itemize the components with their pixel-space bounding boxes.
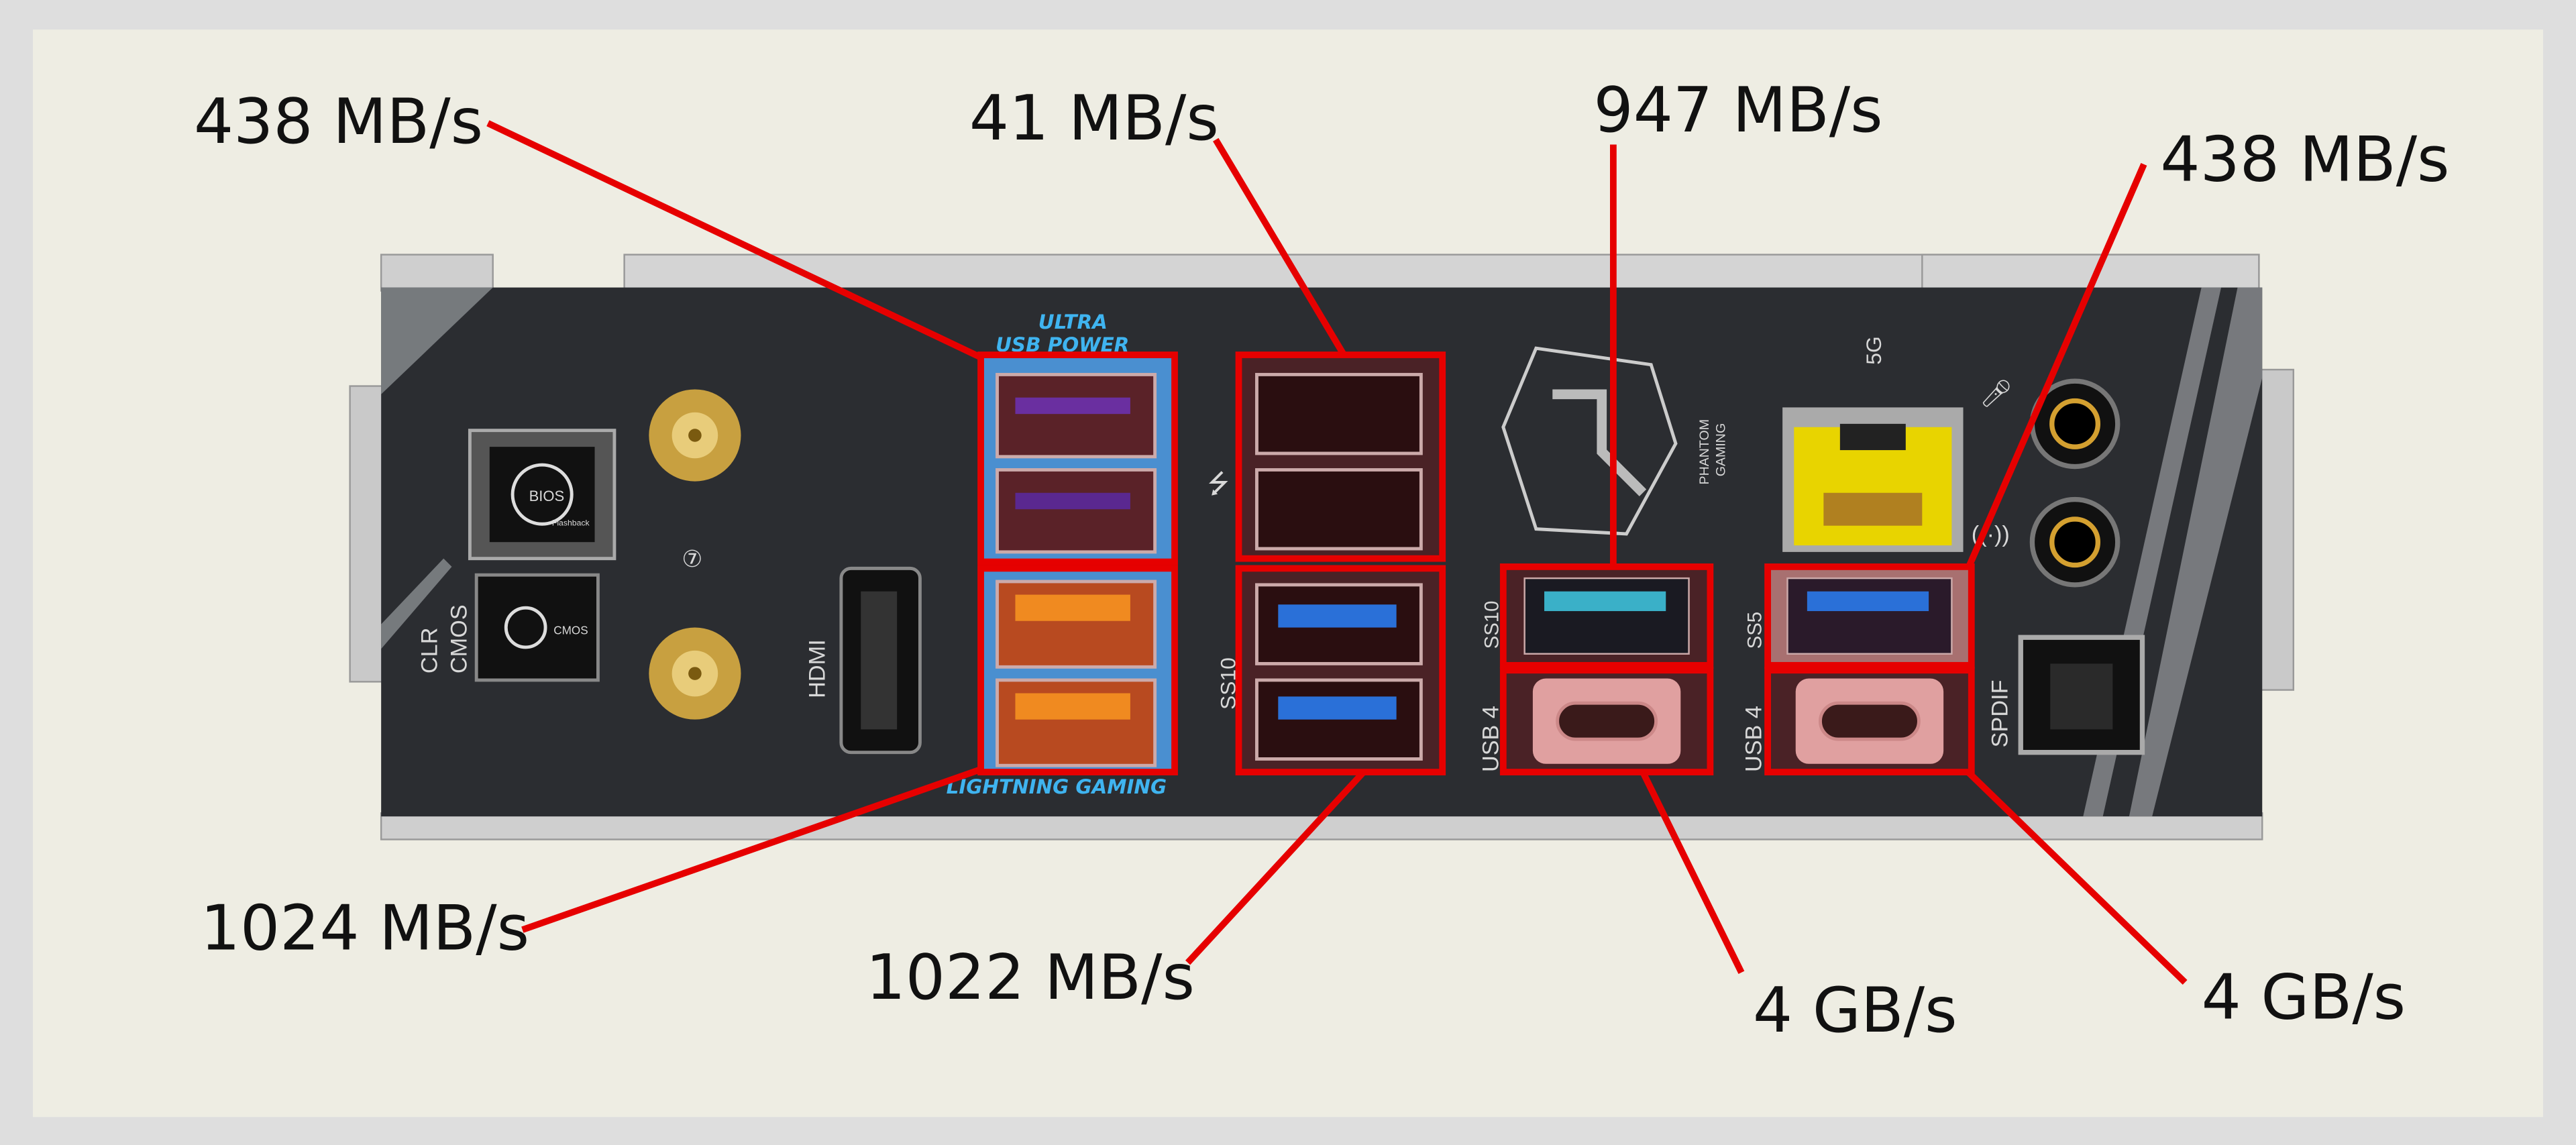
phantom-text: PHANTOM <box>1697 419 1712 485</box>
speed-label-black-usb: 41 MB/s <box>969 82 1219 154</box>
usb-port-group-purple <box>981 358 1175 562</box>
spdif-port <box>2018 635 2145 755</box>
ss10-label-right: SS10 <box>1481 601 1503 649</box>
callout-line <box>1966 769 2188 985</box>
ss5-label: SS5 <box>1743 612 1766 649</box>
usb-port-group-black <box>1238 355 1443 559</box>
callout-line <box>1965 162 2147 570</box>
usb4-label-right: USB 4 <box>1741 706 1766 772</box>
speed-label-purple-usb: 438 MB/s <box>194 85 483 158</box>
flashback-label: Flashback <box>552 519 590 528</box>
wifi-antenna-connector-top <box>649 389 741 482</box>
bios-label: BIOS <box>529 488 565 504</box>
highlight-blue-usb <box>1235 565 1446 775</box>
callout-line <box>1213 138 1347 357</box>
hdmi-label: HDMI <box>804 639 830 698</box>
usb-port-group-orange <box>981 568 1175 773</box>
speed-label-usb4-right: 4 GB/s <box>2202 961 2406 1033</box>
usb-port-right <box>1768 566 1972 665</box>
usb4-port-left <box>1503 670 1711 773</box>
callout-lines <box>486 120 2188 985</box>
callout-line <box>1640 770 1745 974</box>
cmos-button-label: CMOS <box>553 623 588 637</box>
usb4-port-right <box>1768 670 1972 773</box>
wifi-antenna-connector-bottom <box>649 627 741 720</box>
gaming-text: GAMING <box>1713 423 1728 476</box>
audio-jack-line-out <box>2029 496 2121 588</box>
highlight-boxes <box>977 351 1975 775</box>
hdmi-port <box>839 566 922 755</box>
usb4-label-left: USB 4 <box>1478 706 1503 772</box>
lightning-gaming-label: LIGHTNING GAMING <box>947 775 1167 798</box>
audio-jack-mic <box>2029 378 2121 470</box>
callout-line <box>1185 769 1366 965</box>
speed-label-blue-usb: 1022 MB/s <box>866 941 1195 1014</box>
highlight-teal-usb <box>1499 563 1714 669</box>
speed-label-teal-usb: 947 MB/s <box>1594 74 1883 146</box>
wifi7-icon: ⑦ <box>682 547 702 572</box>
ultra-label: ULTRA <box>1038 311 1108 333</box>
ethernet-port-5g <box>1782 407 1964 552</box>
usb-symbol-icon: ⭍ <box>1208 470 1230 499</box>
usb-port-group-blue <box>1238 568 1443 773</box>
highlight-usb4-right <box>1764 667 1975 775</box>
highlight-right-usb <box>1764 563 1975 669</box>
microphone-icon: 🎤︎ <box>1980 380 2013 408</box>
callout-line <box>486 120 984 362</box>
cmos-label: CMOS <box>447 604 472 673</box>
speed-label-right-usb: 438 MB/s <box>2160 123 2449 195</box>
bios-flashback-button: BIOS Flashback <box>468 429 616 561</box>
speed-label-usb4-left: 4 GB/s <box>1753 974 1957 1046</box>
clear-cmos-button: CMOS <box>474 573 600 682</box>
spdif-label: SPDIF <box>1988 679 2013 747</box>
5g-label: 5G <box>1862 336 1886 364</box>
clr-label: CLR <box>417 628 442 674</box>
highlight-usb4-left <box>1499 667 1714 775</box>
highlight-orange-usb <box>977 565 1178 775</box>
usb-port-teal <box>1503 566 1711 665</box>
speed-label-orange-usb: 1024 MB/s <box>201 892 529 965</box>
callout-line <box>521 765 984 933</box>
phantom-gaming-logo: PHANTOM GAMING <box>1501 346 1728 536</box>
highlight-purple-usb <box>977 351 1178 565</box>
